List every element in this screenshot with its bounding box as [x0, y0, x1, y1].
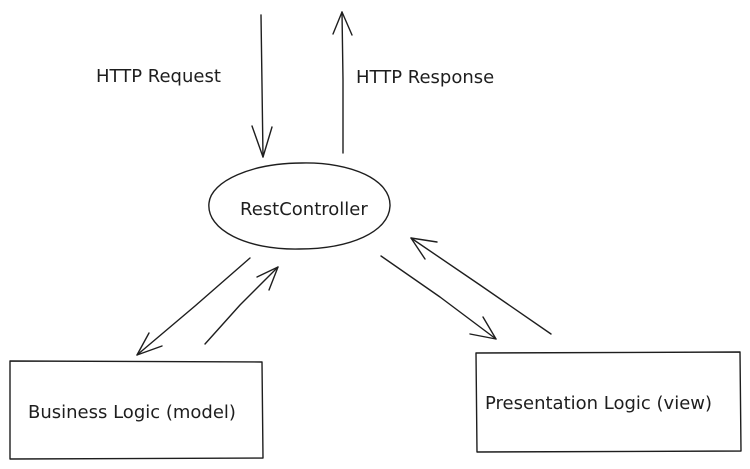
business-logic-label: Business Logic (model): [28, 402, 236, 423]
presentation-logic-label: Presentation Logic (view): [485, 393, 712, 414]
http-request-arrow: [251, 14, 273, 158]
presentation-logic-node: Presentation Logic (view): [475, 351, 742, 453]
http-response-label: HTTP Response: [356, 67, 494, 88]
controller-to-business-arrow: [136, 257, 251, 356]
controller-to-presentation-arrow: [380, 255, 497, 340]
presentation-to-controller-arrow: [410, 237, 552, 335]
rest-controller-node: RestController: [208, 162, 391, 250]
http-response-arrow: [332, 11, 353, 154]
business-logic-node: Business Logic (model): [9, 360, 264, 460]
http-request-label: HTTP Request: [96, 66, 221, 87]
rest-controller-label: RestController: [240, 199, 368, 220]
business-to-controller-arrow: [204, 266, 279, 345]
